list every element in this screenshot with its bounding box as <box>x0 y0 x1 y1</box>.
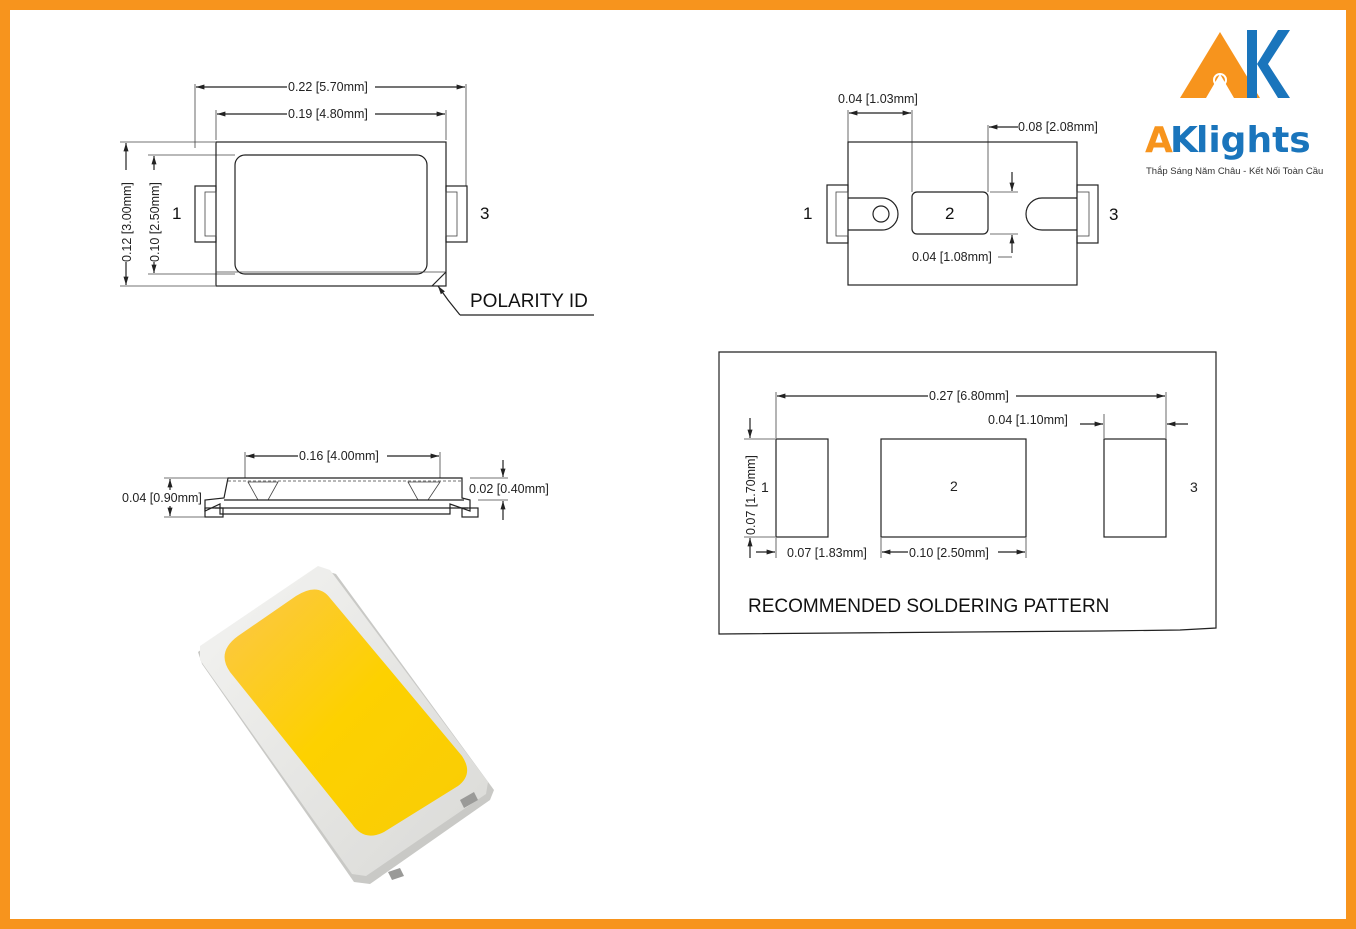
led-phosphor <box>224 589 468 836</box>
top-lens-outline <box>234 154 428 275</box>
polarity-id-label: POLARITY ID <box>470 291 588 312</box>
top-lead-left <box>194 185 217 243</box>
polarity-dot <box>872 205 890 223</box>
top-dim-width-inner: 0.19 [4.80mm] <box>288 107 368 121</box>
solder-dim-height: 0.07 [1.70mm] <box>744 455 758 535</box>
top-dim-height-inner: 0.10 [2.50mm] <box>148 182 162 262</box>
soldering-title: RECOMMENDED SOLDERING PATTERN <box>748 596 1109 617</box>
side-dim-top: 0.16 [4.00mm] <box>299 449 379 463</box>
logo-brand-lights: lights <box>1196 120 1311 161</box>
side-dim-left: 0.04 [0.90mm] <box>122 491 202 505</box>
solder-dim-pad1: 0.07 [1.83mm] <box>787 546 867 560</box>
solder-dim-gap: 0.04 [1.10mm] <box>988 413 1068 427</box>
bottom-dim-c: 0.04 [1.08mm] <box>912 250 992 264</box>
solder-dim-total: 0.27 [6.80mm] <box>929 389 1009 403</box>
logo-brand-k: K <box>1170 120 1199 161</box>
soldering-pattern-panel: 0.27 [6.80mm] 0.04 [1.10mm] 1 2 3 0.07 [… <box>718 351 1217 635</box>
side-lead-left <box>204 507 224 518</box>
bottom-pin-2: 2 <box>945 204 954 223</box>
top-dim-width-outer: 0.22 [5.70mm] <box>288 80 368 94</box>
ak-lights-logo: A K lights Thắp Sáng Năm Châu - Kết Nối … <box>1145 30 1323 177</box>
top-pin-3: 3 <box>480 204 489 223</box>
top-lead-right <box>445 185 468 243</box>
solder-pad-2 <box>880 438 1027 538</box>
bottom-center-pad <box>911 191 989 235</box>
led-chip-render <box>198 566 494 884</box>
solder-pad-label-1: 1 <box>761 479 769 495</box>
bottom-view: 0.04 [1.03mm] 0.08 [2.08mm] 0.04 [1.08mm… <box>803 92 1118 286</box>
logo-tagline: Thắp Sáng Năm Châu - Kết Nối Toàn Cầu <box>1146 166 1323 177</box>
top-dim-height-outer: 0.12 [3.00mm] <box>120 182 134 262</box>
logo-brand-a: A <box>1145 120 1173 161</box>
bottom-lead-left <box>826 184 849 244</box>
soldering-panel-border <box>718 351 1217 635</box>
side-lead-right <box>461 507 479 518</box>
top-pin-1: 1 <box>172 204 181 223</box>
bottom-lead-right <box>1076 184 1099 244</box>
logo-triangle-a <box>1180 32 1260 98</box>
bottom-dim-b: 0.08 [2.08mm] <box>1018 120 1098 134</box>
top-view: 0.22 [5.70mm] 0.19 [4.80mm] 0.12 [3.00mm… <box>120 80 594 316</box>
side-dim-right: 0.02 [0.40mm] <box>469 482 549 496</box>
bottom-dim-a: 0.04 [1.03mm] <box>838 92 918 106</box>
solder-pad-label-3: 3 <box>1190 479 1198 495</box>
top-package-outline <box>215 141 447 287</box>
solder-pad-1 <box>775 438 829 538</box>
logo-k-stem <box>1247 30 1257 98</box>
polarity-notch <box>431 271 447 287</box>
solder-pad-3 <box>1103 438 1167 538</box>
bottom-pin-3: 3 <box>1109 205 1118 224</box>
side-view: 0.16 [4.00mm] 0.04 [0.90mm] 0.02 [0.40mm… <box>122 449 549 520</box>
solder-pad-label-2: 2 <box>950 478 958 494</box>
bottom-pin-1: 1 <box>803 204 812 223</box>
solder-dim-pad2: 0.10 [2.50mm] <box>909 546 989 560</box>
